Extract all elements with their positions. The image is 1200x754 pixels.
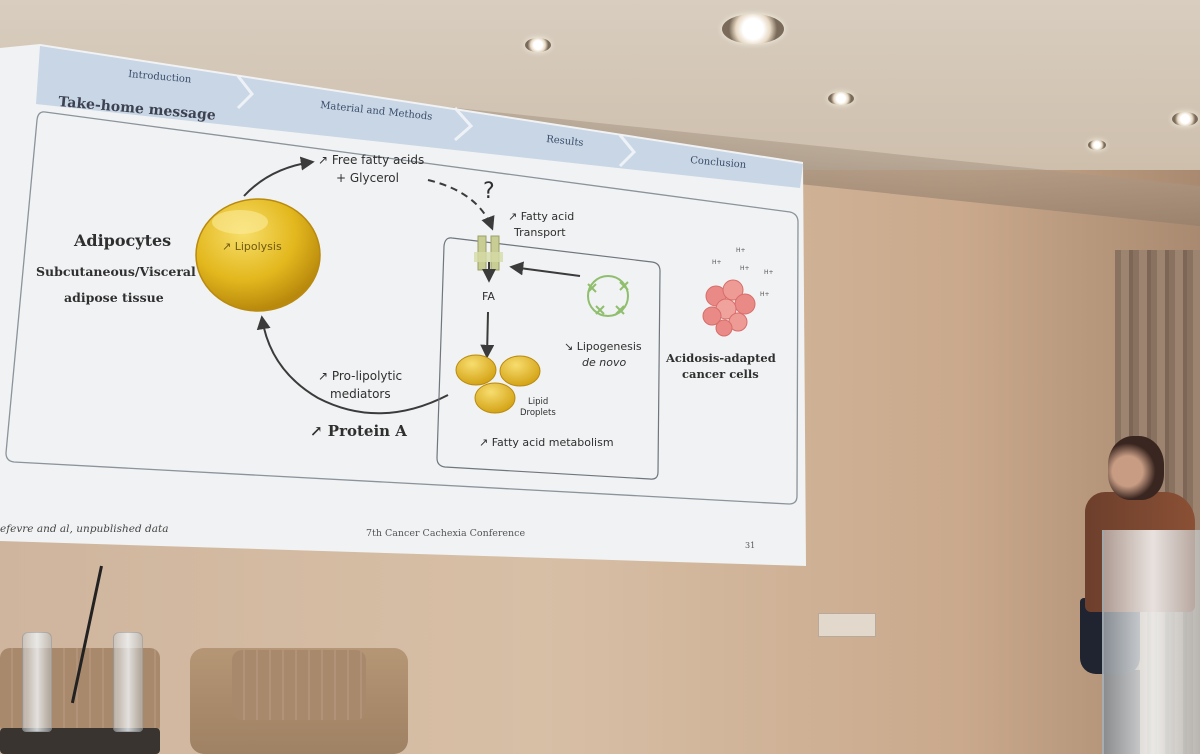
podium (1102, 530, 1200, 754)
side-table (0, 728, 160, 754)
ceiling-light (722, 14, 784, 44)
ceiling-light (1088, 140, 1106, 150)
wall (0, 170, 1200, 754)
ceiling-light (525, 38, 551, 52)
water-bottle (113, 632, 143, 732)
ceiling-light (1172, 112, 1198, 126)
wall-switch (818, 613, 876, 637)
speaker-head (1108, 436, 1164, 500)
water-bottle (22, 632, 52, 732)
armchair-back (232, 650, 366, 720)
ceiling-light (828, 92, 854, 105)
